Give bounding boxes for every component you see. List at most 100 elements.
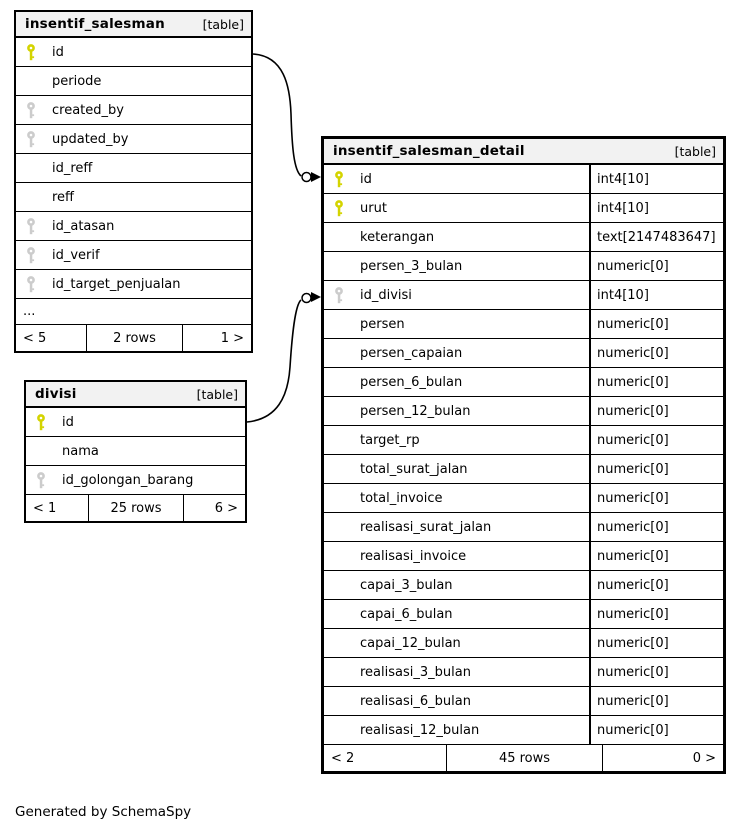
ellipsis-label: ...: [23, 304, 36, 319]
column-type: numeric[0]: [589, 397, 723, 425]
column-name: realisasi_invoice: [360, 548, 467, 564]
column-row: id_target_penjualan: [16, 270, 251, 299]
column-name: id_golongan_barang: [62, 472, 194, 488]
table-tag: [table]: [196, 386, 238, 402]
column-row: persen_capaian numeric[0]: [324, 339, 723, 368]
edge-circle-terminator: [301, 171, 312, 183]
column-type: numeric[0]: [589, 310, 723, 338]
column-name: persen_3_bulan: [360, 258, 463, 274]
column-type: numeric[0]: [589, 339, 723, 367]
table-header[interactable]: insentif_salesman_detail [table]: [324, 139, 723, 165]
related-tables-left-count: < 1: [33, 500, 57, 516]
foreign-key-icon: [26, 217, 52, 235]
column-row: id_golongan_barang: [26, 466, 245, 495]
column-name: updated_by: [52, 131, 129, 147]
column-row: updated_by: [16, 125, 251, 154]
column-name: id_target_penjualan: [52, 276, 181, 292]
foreign-key-icon: [26, 130, 52, 148]
column-name: id_verif: [52, 247, 100, 263]
column-row: id_atasan: [16, 212, 251, 241]
related-tables-left-count: < 5: [23, 330, 47, 346]
foreign-key-icon: [26, 275, 52, 293]
column-row: id: [16, 38, 251, 67]
primary-key-icon: [36, 413, 62, 431]
column-type: numeric[0]: [589, 252, 723, 280]
column-type: int4[10]: [589, 281, 723, 309]
column-type: numeric[0]: [589, 600, 723, 628]
column-name: id_reff: [52, 160, 93, 176]
column-name: capai_3_bulan: [360, 577, 453, 593]
table-insentif_salesman[interactable]: insentif_salesman [table] id periode created…: [14, 10, 253, 353]
column-row: nama: [26, 437, 245, 466]
table-name: insentif_salesman_detail: [333, 143, 525, 159]
column-row: realisasi_surat_jalan numeric[0]: [324, 513, 723, 542]
column-name: nama: [62, 443, 99, 459]
column-row: persen_6_bulan numeric[0]: [324, 368, 723, 397]
column-name: id_divisi: [360, 287, 412, 303]
column-row: created_by: [16, 96, 251, 125]
related-tables-left-count: < 2: [331, 750, 355, 766]
column-row: id_reff: [16, 154, 251, 183]
column-type: numeric[0]: [589, 571, 723, 599]
table-tag: [table]: [202, 16, 244, 32]
column-name: target_rp: [360, 432, 420, 448]
table-header[interactable]: divisi [table]: [26, 382, 245, 408]
column-name: realisasi_surat_jalan: [360, 519, 492, 535]
foreign-key-icon: [26, 246, 52, 264]
table-header[interactable]: insentif_salesman [table]: [16, 12, 251, 38]
column-name: realisasi_12_bulan: [360, 722, 480, 738]
column-name: id: [62, 414, 74, 430]
foreign-key-icon: [26, 101, 52, 119]
column-name: capai_12_bulan: [360, 635, 461, 651]
generator-note: Generated by SchemaSpy: [15, 804, 192, 820]
table-name: divisi: [35, 386, 77, 402]
edge-arrowhead-icon: [311, 292, 321, 302]
row-count: 45 rows: [446, 745, 602, 771]
column-type: numeric[0]: [589, 426, 723, 454]
related-tables-right-count: 0 >: [602, 745, 723, 771]
edge-arrowhead-icon: [311, 172, 321, 182]
row-count: 25 rows: [88, 495, 183, 521]
column-row: id_divisi int4[10]: [324, 281, 723, 310]
primary-key-icon: [26, 43, 52, 61]
column-type: numeric[0]: [589, 368, 723, 396]
primary-key-icon: [334, 199, 360, 217]
column-name: persen_capaian: [360, 345, 463, 361]
column-type: numeric[0]: [589, 687, 723, 715]
column-row: id_verif: [16, 241, 251, 270]
column-name: realisasi_6_bulan: [360, 693, 471, 709]
column-name: periode: [52, 73, 102, 89]
column-name: id_atasan: [52, 218, 115, 234]
table-divisi[interactable]: divisi [table] id nama id_golongan_barang < 1…: [24, 380, 247, 523]
column-row: persen_3_bulan numeric[0]: [324, 252, 723, 281]
column-name: keterangan: [360, 229, 435, 245]
column-name: urut: [360, 200, 387, 216]
primary-key-icon: [334, 170, 360, 188]
column-row: realisasi_6_bulan numeric[0]: [324, 687, 723, 716]
column-row: periode: [16, 67, 251, 96]
column-row: reff: [16, 183, 251, 212]
column-name: id: [52, 44, 64, 60]
column-row: capai_3_bulan numeric[0]: [324, 571, 723, 600]
edge-insentif_salesman-id-to-detail-id: [252, 53, 321, 183]
column-name: id: [360, 171, 372, 187]
column-name: persen_6_bulan: [360, 374, 463, 390]
column-row: target_rp numeric[0]: [324, 426, 723, 455]
table-name: insentif_salesman: [25, 16, 165, 32]
column-type: numeric[0]: [589, 513, 723, 541]
table-tag: [table]: [674, 143, 716, 159]
column-name: total_surat_jalan: [360, 461, 468, 477]
